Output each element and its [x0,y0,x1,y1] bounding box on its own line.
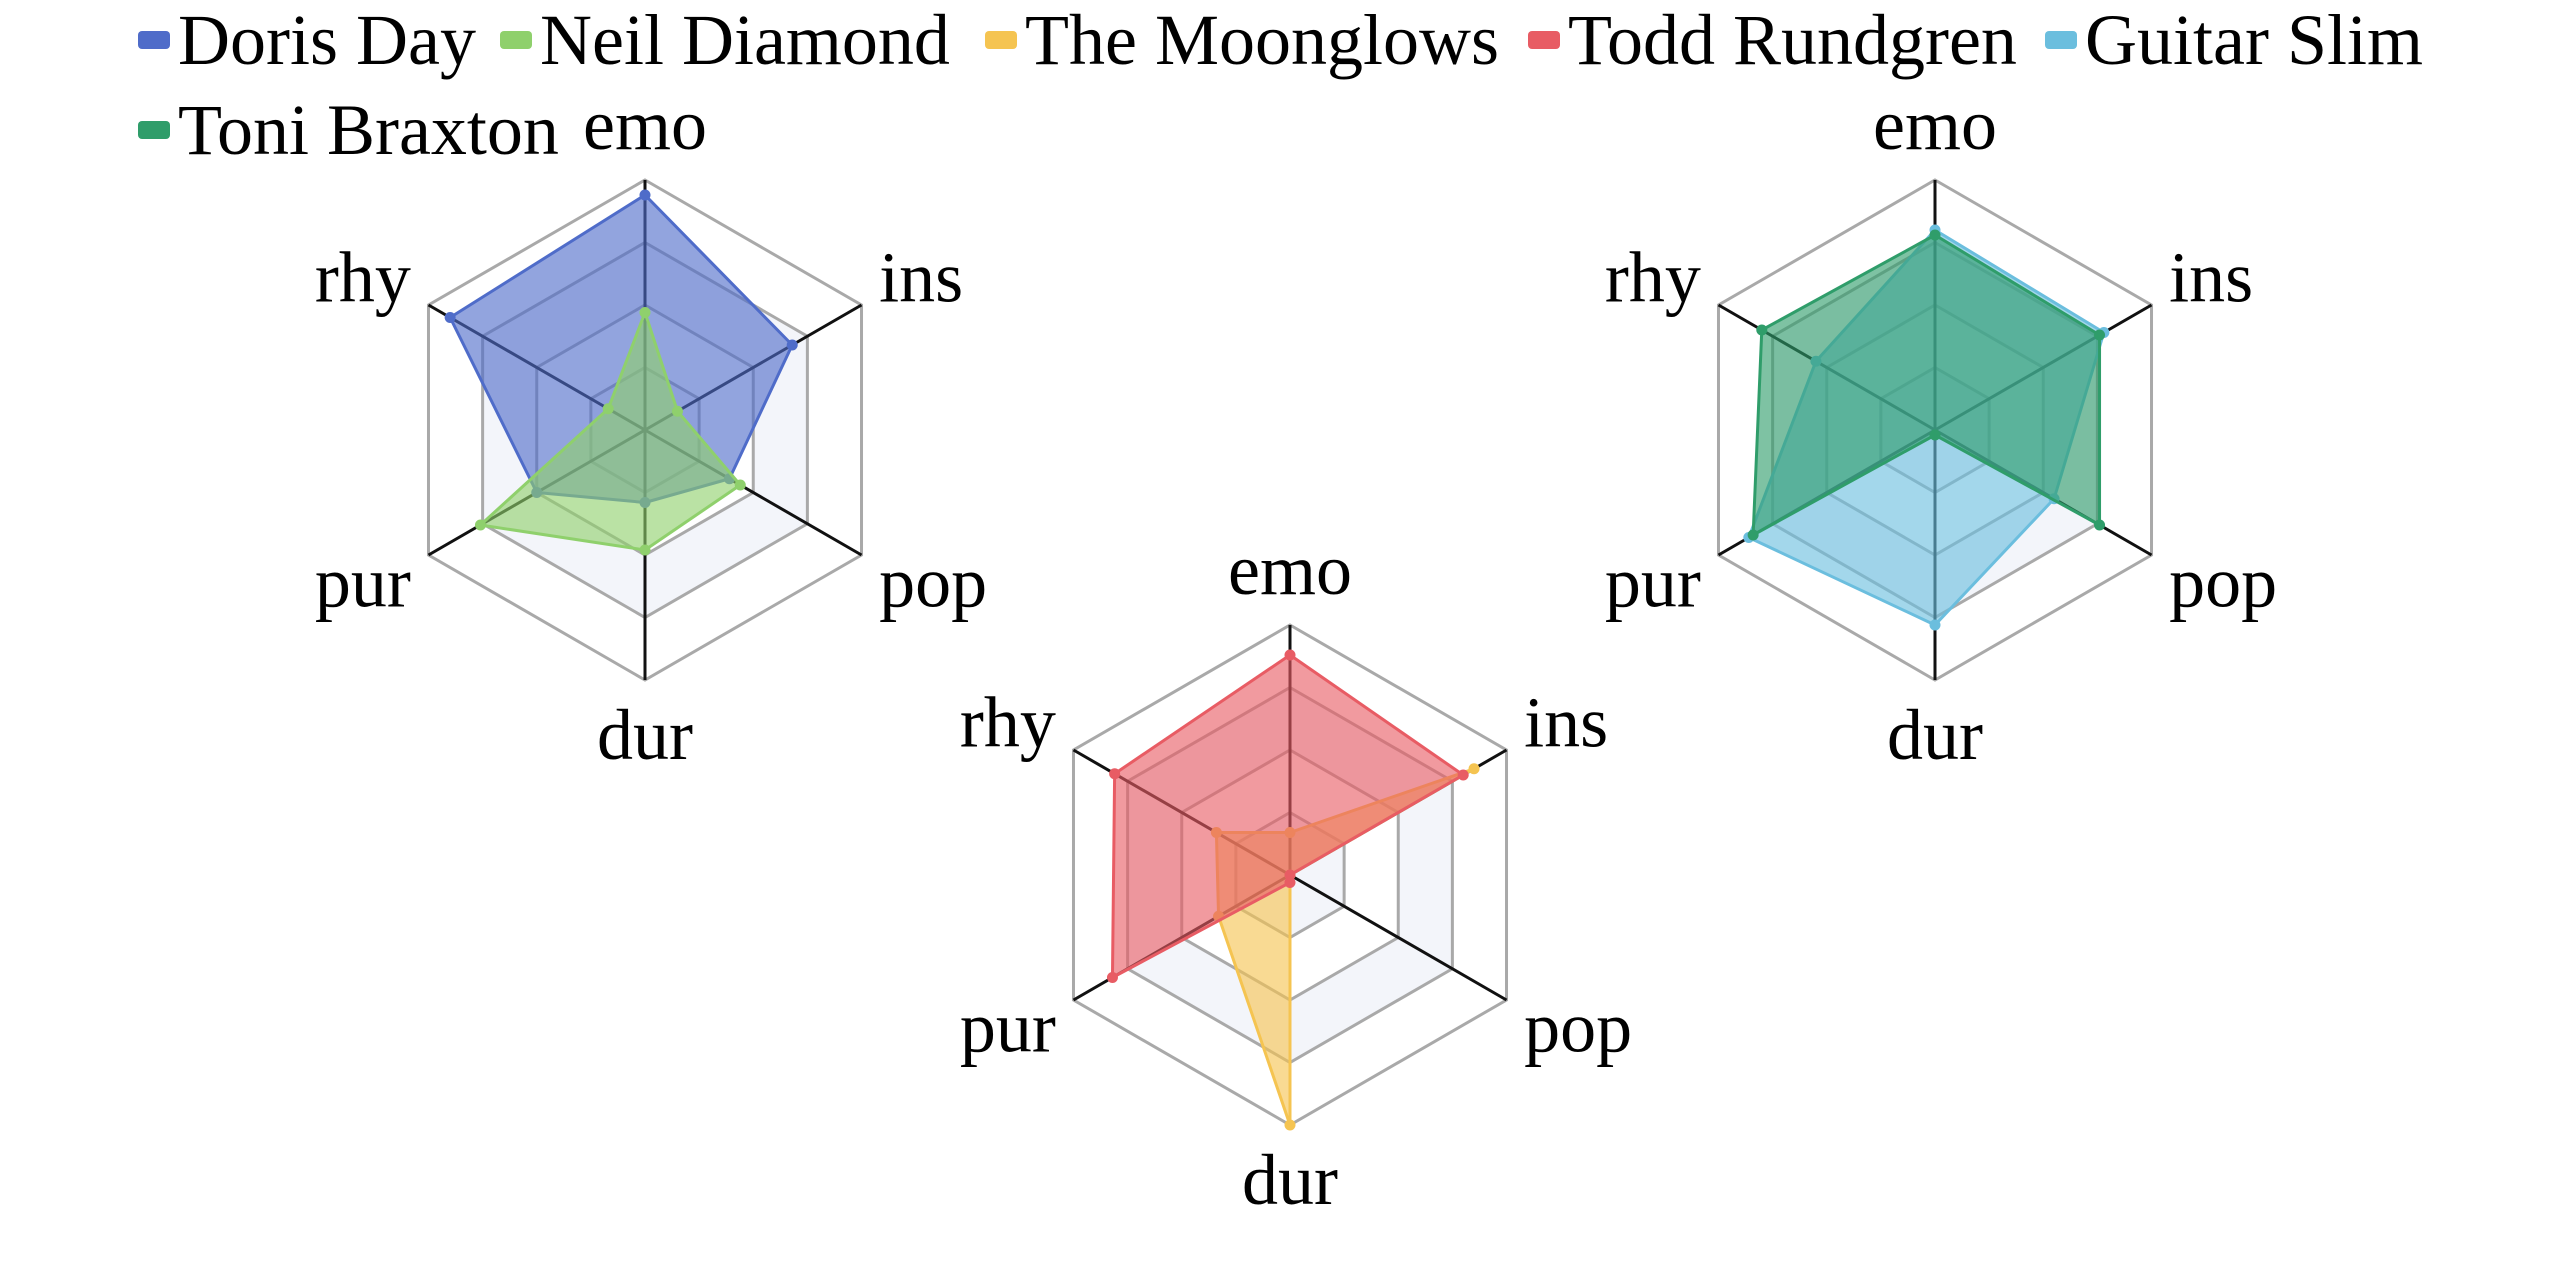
legend-label: Toni Braxton [178,90,559,170]
radar-series [474,307,746,556]
legend: Doris Day Neil Diamond The Moonglows Todd R… [138,0,2423,170]
radar-panel: emo ins pop dur pur rhy [315,85,987,775]
radar-data-point [1756,324,1768,336]
radar-axis-label: emo [1873,85,1997,165]
legend-item: The Moonglows [985,0,1499,80]
radar-data-point [474,519,486,531]
legend-label: Todd Rundgren [1568,0,2017,80]
radar-axis-label: pur [1605,543,1701,623]
radar-panels: emo ins pop dur pur rhy emo ins pop dur pur rhy emo i… [315,85,2277,1220]
radar-data-point [734,479,746,491]
radar-data-point [1457,769,1469,781]
radar-data-point [1929,229,1941,241]
radar-data-point [1929,429,1941,441]
radar-data-point [1106,972,1118,983]
radar-axis-label: emo [1228,530,1352,610]
radar-data-point [444,312,456,323]
radar-axis-label: dur [1887,695,1983,775]
legend-swatch [985,31,1017,49]
radar-axis-label: ins [2169,238,2253,318]
legend-label: Neil Diamond [540,0,950,80]
legend-swatch [138,121,170,139]
radar-axis-label: ins [1524,683,1608,763]
radar-data-point [1109,768,1121,780]
radar-axis-label: pop [1524,988,1632,1068]
radar-data-point [639,307,651,318]
radar-axis-label: dur [1242,1140,1338,1220]
radar-axis-label: pur [960,988,1056,1068]
radar-data-point [1284,649,1296,661]
radar-panel: emo ins pop dur pur rhy [1605,85,2277,775]
legend-item: Neil Diamond [500,0,950,80]
legend-item: Guitar Slim [2045,0,2423,80]
legend-swatch [2045,31,2077,49]
radar-data-point [2094,329,2106,341]
legend-item: Toni Braxton [138,90,559,170]
legend-label: The Moonglows [1025,0,1499,80]
legend-label: Guitar Slim [2085,0,2423,80]
radar-data-point [639,544,651,556]
legend-item: Doris Day [138,0,476,80]
radar-axis-label: ins [879,238,963,318]
radar-data-point [602,403,614,415]
legend-swatch [500,31,532,49]
radar-axis-label: dur [597,695,693,775]
radar-panel: emo ins pop dur pur rhy [960,530,1632,1220]
radar-axis-label: emo [583,85,707,165]
legend-swatch [1528,31,1560,49]
radar-data-point [1284,877,1296,888]
radar-data-point [1929,619,1941,631]
radar-data-point [639,189,651,201]
radar-data-point [1284,1119,1296,1131]
radar-axis-label: rhy [960,683,1056,763]
radar-axis-label: rhy [1605,238,1701,318]
radar-data-point [786,339,798,351]
radar-axis-label: pop [879,543,987,623]
radar-data-point [1747,529,1759,541]
radar-series [1747,229,2106,541]
radar-axis-label: pur [315,543,411,623]
radar-data-point [1468,763,1480,775]
legend-label: Doris Day [178,0,476,80]
radar-series [1106,649,1469,983]
radar-spoke [1289,873,1508,1002]
radar-axis-label: rhy [315,238,411,318]
legend-swatch [138,31,170,49]
radar-axis-label: pop [2169,543,2277,623]
radar-data-point [671,405,683,417]
radar-data-point [2094,519,2106,531]
legend-item: Todd Rundgren [1528,0,2017,80]
